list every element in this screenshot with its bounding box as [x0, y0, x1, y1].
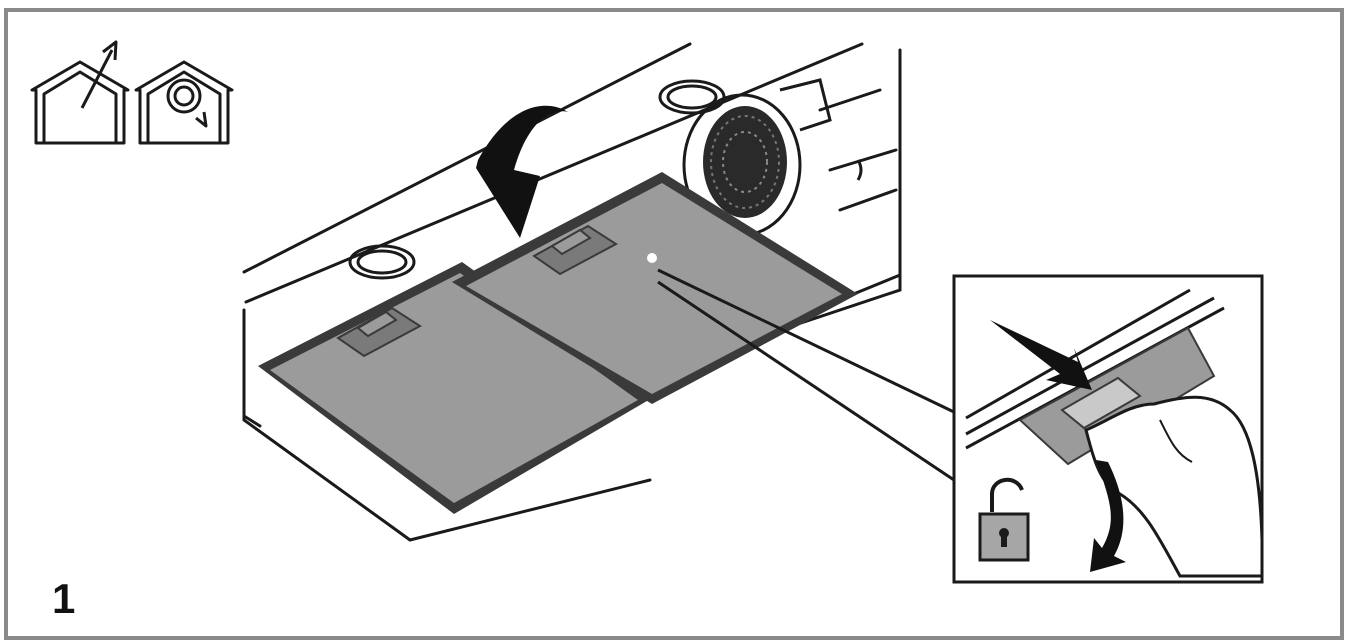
step-number: 1: [52, 575, 76, 622]
unlock-icon: [978, 478, 1030, 562]
lamp-left: [348, 244, 416, 280]
lamp-right: [658, 79, 726, 115]
recirculation-icon: [134, 60, 234, 145]
curved-arrow-icon: [476, 105, 568, 238]
figure-frame: [4, 8, 1344, 640]
callout-lines: [657, 268, 955, 482]
detail-zoom-panel: [952, 274, 1264, 584]
grease-filter-left: [258, 262, 652, 514]
cooker-hood-body: [242, 42, 902, 542]
ducted-extraction-icon: [30, 40, 130, 145]
